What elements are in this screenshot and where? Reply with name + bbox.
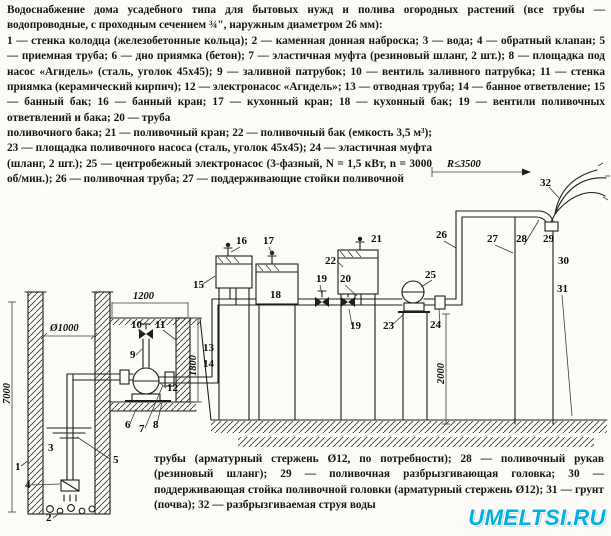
dim-well-depth: 7000	[2, 382, 13, 404]
leader-lines	[20, 186, 573, 519]
legend-items-1-20: 1 — стенка колодца (железобетонные кольц…	[7, 34, 605, 124]
part-label-24: 24	[430, 319, 442, 331]
part-label-32: 32	[540, 177, 552, 189]
part-label-21: 21	[371, 233, 382, 245]
dim-stand-height: 2000	[436, 362, 447, 385]
part-label-29: 29	[543, 233, 555, 245]
part-label-11: 11	[155, 319, 165, 331]
part-label-20: 20	[340, 273, 352, 285]
part-label-14: 14	[203, 358, 215, 370]
ground-soil	[109, 317, 608, 447]
legend-items-28-32: трубы (арматурный стержень Ø12, по потре…	[154, 453, 604, 512]
dim-spray-radius: R≤3500	[446, 159, 482, 170]
pump-pit: 1200 1800	[109, 291, 219, 412]
part-label-12: 12	[167, 382, 179, 394]
sprinkler-assembly: R≤3500	[431, 159, 610, 425]
part-label-28: 28	[516, 233, 528, 245]
part-label-22: 22	[325, 255, 337, 267]
well-depth-dimension: 7000	[2, 301, 16, 513]
distribution-pipes-and-tanks	[211, 236, 403, 421]
part-label-13: 13	[203, 342, 215, 354]
part-label-19b: 19	[350, 320, 362, 332]
part-number-labels: 1 2 3 4 5 6 7 8 9 10 11 12 13 14 15 16 1…	[15, 177, 570, 524]
dim-pit-depth: 1800	[188, 354, 199, 376]
dim-well-diameter: Ø1000	[49, 323, 79, 334]
part-label-9: 9	[130, 349, 136, 361]
legend-header: Водоснабжение дома усадебного типа для б…	[7, 3, 605, 126]
well-structure: Ø1000	[24, 291, 134, 515]
part-label-6: 6	[125, 419, 131, 431]
legend-items-21-27: поливочного бака; 21 — поливочный кран; …	[7, 127, 432, 186]
figure-title: Водоснабжение дома усадебного типа для б…	[7, 4, 605, 32]
part-label-27: 27	[487, 233, 499, 245]
part-label-3: 3	[48, 442, 54, 454]
part-label-1: 1	[15, 461, 21, 473]
part-label-8: 8	[153, 419, 159, 431]
part-label-26: 26	[436, 229, 448, 241]
part-label-15: 15	[193, 279, 205, 291]
watering-pump-and-pipe: 2000	[398, 210, 541, 425]
part-label-17: 17	[263, 235, 275, 247]
part-label-2: 2	[46, 512, 52, 524]
part-label-23: 23	[383, 320, 395, 332]
part-label-7: 7	[139, 423, 145, 435]
part-label-18: 18	[270, 289, 282, 301]
watermark-umeltsi: UMELTSI.RU	[468, 505, 606, 530]
part-label-30: 30	[558, 255, 570, 267]
part-label-16: 16	[236, 235, 248, 247]
dim-pit-width: 1200	[133, 291, 155, 302]
part-label-10: 10	[131, 319, 143, 331]
part-label-5: 5	[113, 454, 119, 466]
part-label-4: 4	[25, 479, 31, 491]
part-label-31: 31	[557, 283, 568, 295]
part-label-19a: 19	[316, 273, 328, 285]
part-label-25: 25	[425, 269, 437, 281]
